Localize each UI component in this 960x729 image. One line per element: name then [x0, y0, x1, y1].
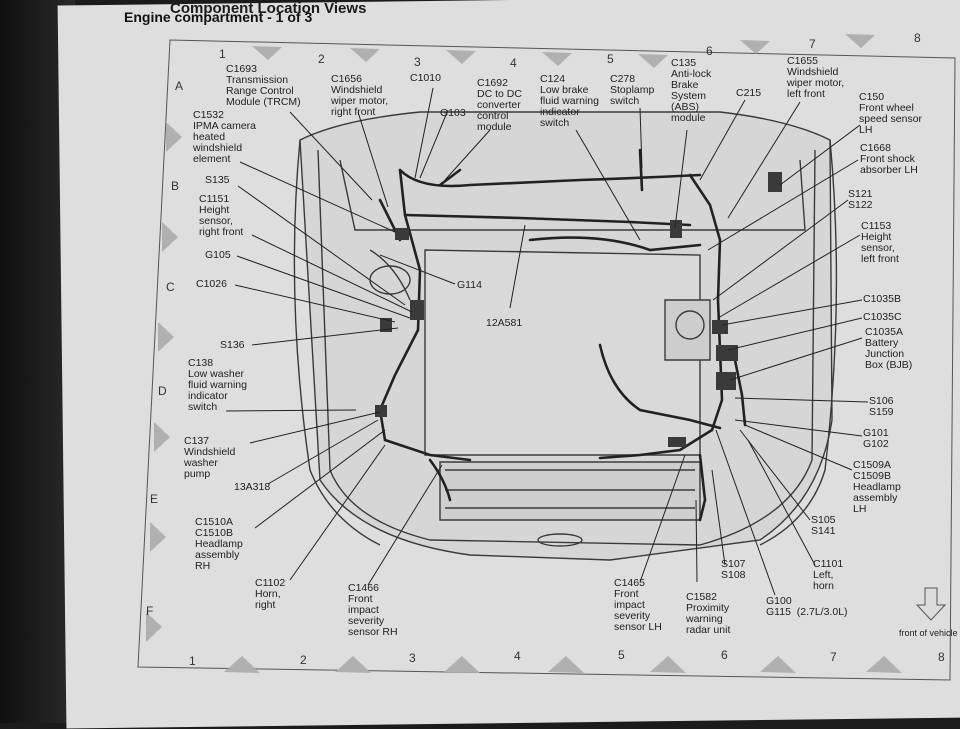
label-c1509: C1509A C1509B Headlamp assembly LH [853, 459, 901, 515]
label-c137: C137 Windshield washer pump [184, 435, 236, 480]
label-c1102: C1102 Horn, right [255, 577, 286, 611]
connector-blocks [375, 172, 782, 447]
label-c1510: C1510A C1510B Headlamp assembly RH [195, 516, 243, 572]
page-subtitle: Engine compartment - 1 of 3 [124, 9, 313, 25]
vehicle-outline [293, 111, 838, 561]
grid-number-bottom: 5 [618, 648, 625, 662]
grid-number-bottom: 4 [514, 649, 521, 663]
label-c1101: C1101 Left, horn [813, 558, 844, 592]
label-c1582: C1582 Proximity warning radar unit [686, 591, 731, 636]
label-s106-s159: S106 S159 [869, 395, 894, 418]
grid-number-top: 8 [914, 31, 921, 45]
diagram-border [137, 39, 956, 681]
label-c278: C278 Stoplamp switch [610, 73, 655, 107]
label-c1465: C1465 Front impact severity sensor LH [614, 577, 662, 633]
grid-number-bottom: 1 [189, 654, 196, 668]
label-c1466: C1466 Front impact severity sensor RH [348, 582, 398, 638]
grid-number-bottom: 7 [830, 650, 837, 664]
label-c124: C124 Low brake fluid warning indicator s… [540, 73, 599, 129]
grid-number-top: 6 [706, 44, 713, 58]
label-c1010: C1010 [410, 72, 441, 84]
front-of-vehicle-note: front of vehicle [899, 628, 958, 638]
leader-lines [225, 87, 869, 596]
label-s105-s141: S105 S141 [811, 514, 836, 537]
label-c1532: C1532 IPMA camera heated windshield elem… [193, 109, 257, 165]
wiring-harness [378, 148, 747, 522]
grid-number-bottom: 3 [409, 651, 416, 665]
label-g101-g102: G101 G102 [863, 427, 889, 450]
grid-number-bottom: 8 [938, 650, 945, 664]
label-c1035a: C1035A Battery Junction Box (BJB) [865, 326, 913, 371]
label-c135: C135 Anti-lock Brake System (ABS) module [671, 57, 712, 124]
label-c1035c: C1035C [863, 311, 902, 323]
label-c1668: C1668 Front shock absorber LH [860, 142, 918, 176]
grid-triangles-left [146, 122, 182, 642]
grid-letter: F [146, 604, 154, 618]
label-s107-s108: S107 S108 [721, 558, 746, 581]
label-c1026: C1026 [196, 278, 227, 290]
grid-number-top: 3 [414, 55, 421, 69]
label-c215: C215 [736, 87, 762, 99]
label-c150: C150 Front wheel speed sensor LH [859, 91, 923, 136]
grid-number-top: 4 [510, 56, 517, 70]
page-title: Component Location Views [170, 0, 367, 17]
label-c1035b: C1035B [863, 293, 901, 305]
label-c1151: C1151 Height sensor, right front [199, 193, 244, 238]
grid-number-bottom: 6 [721, 648, 728, 662]
label-c1693: C1693 Transmission Range Control Module … [226, 63, 301, 108]
grid-letter: B [171, 179, 180, 193]
grid-letter: A [175, 79, 184, 93]
grid-number-top: 2 [318, 52, 325, 66]
grid-letter: D [158, 384, 167, 398]
label-s136: S136 [220, 339, 245, 351]
label-s121-s122: S121 S122 [848, 188, 873, 211]
grid-number-top: 1 [219, 47, 226, 61]
grid-number-bottom: 2 [300, 653, 307, 667]
label-c1153: C1153 Height sensor, left front [861, 220, 899, 265]
grid-letter: E [150, 492, 159, 506]
label-s135: S135 [205, 174, 230, 186]
grid-number-top: 5 [607, 52, 614, 66]
label-g103: G103 [440, 107, 466, 119]
grid-number-top: 7 [809, 37, 816, 51]
label-12a581: 12A581 [486, 317, 523, 329]
label-c1692: C1692 DC to DC converter control module [477, 77, 522, 133]
label-c138: C138 Low washer fluid warning indicator … [188, 357, 247, 413]
front-arrow-icon [915, 587, 947, 621]
grid-triangles-top [252, 34, 875, 68]
label-c1655: C1655 Windshield wiper motor, left front [787, 55, 845, 100]
label-13a318: 13A318 [234, 481, 271, 493]
label-g105: G105 [205, 249, 231, 261]
label-g114: G114 [457, 279, 482, 291]
label-c1656: C1656 Windshield wiper motor, right fron… [331, 73, 389, 118]
grid-letter: C [166, 280, 175, 294]
label-g100-g115: G100 G115 (2.7L/3.0L) [766, 595, 848, 618]
grid-triangles-bottom [224, 656, 902, 673]
